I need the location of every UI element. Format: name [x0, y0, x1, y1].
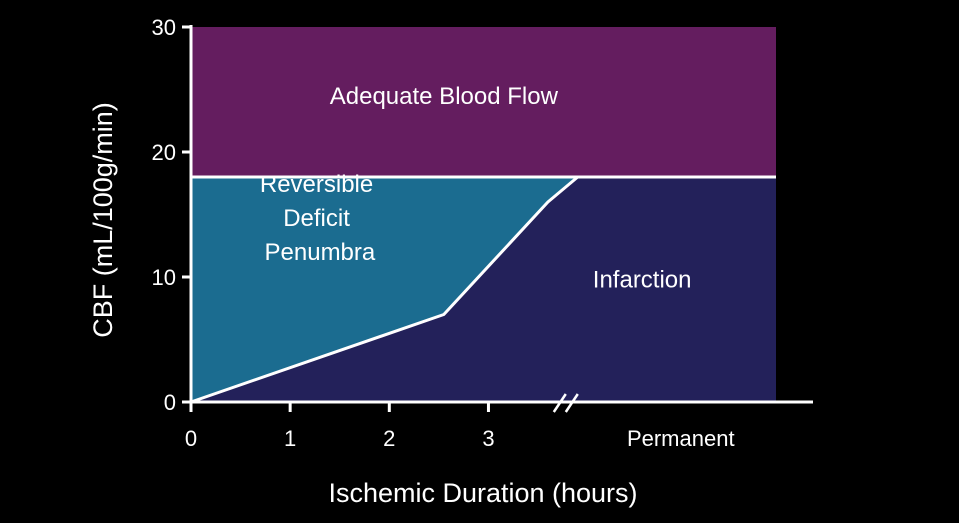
y-axis-label: CBF (mL/100g/min) [88, 102, 118, 338]
y-tick-label: 10 [152, 265, 176, 290]
x-category-permanent: Permanent [627, 426, 735, 451]
penumbra-label-line-1: Reversible [260, 171, 373, 198]
x-axis-break-icon [552, 393, 579, 413]
y-tick-label: 20 [152, 140, 176, 165]
x-ticks: 0 1 2 3 [185, 402, 495, 451]
x-tick-label: 0 [185, 426, 197, 451]
region-label-adequate: Adequate Blood Flow [330, 83, 559, 110]
region-infarction [191, 177, 776, 402]
region-reversible-deficit-penumbra [191, 177, 776, 402]
region-label-penumbra: Reversible Deficit Penumbra [260, 171, 380, 266]
penumbra-label-line-3: Penumbra [265, 239, 376, 266]
axes-layer: 0 10 20 30 0 1 2 3 [152, 15, 813, 451]
x-axis-label: Ischemic Duration (hours) [328, 478, 637, 508]
labels-layer: Adequate Blood Flow Reversible Deficit P… [88, 83, 735, 508]
axis-break-slash [564, 393, 579, 413]
axis-break-slash [552, 393, 567, 413]
penumbra-label-line-2: Deficit [283, 205, 350, 232]
x-tick-label: 2 [383, 426, 395, 451]
penumbra-infarct-boundary [190, 175, 776, 404]
regions-layer [191, 27, 776, 402]
y-tick-label: 0 [164, 390, 176, 415]
y-tick-label: 30 [152, 15, 176, 40]
x-tick-label: 3 [482, 426, 494, 451]
y-ticks: 0 10 20 30 [152, 15, 191, 415]
x-tick-label: 1 [284, 426, 296, 451]
region-label-infarction: Infarction [593, 267, 692, 294]
region-adequate-blood-flow [191, 27, 776, 177]
boundary-lines [190, 175, 776, 404]
